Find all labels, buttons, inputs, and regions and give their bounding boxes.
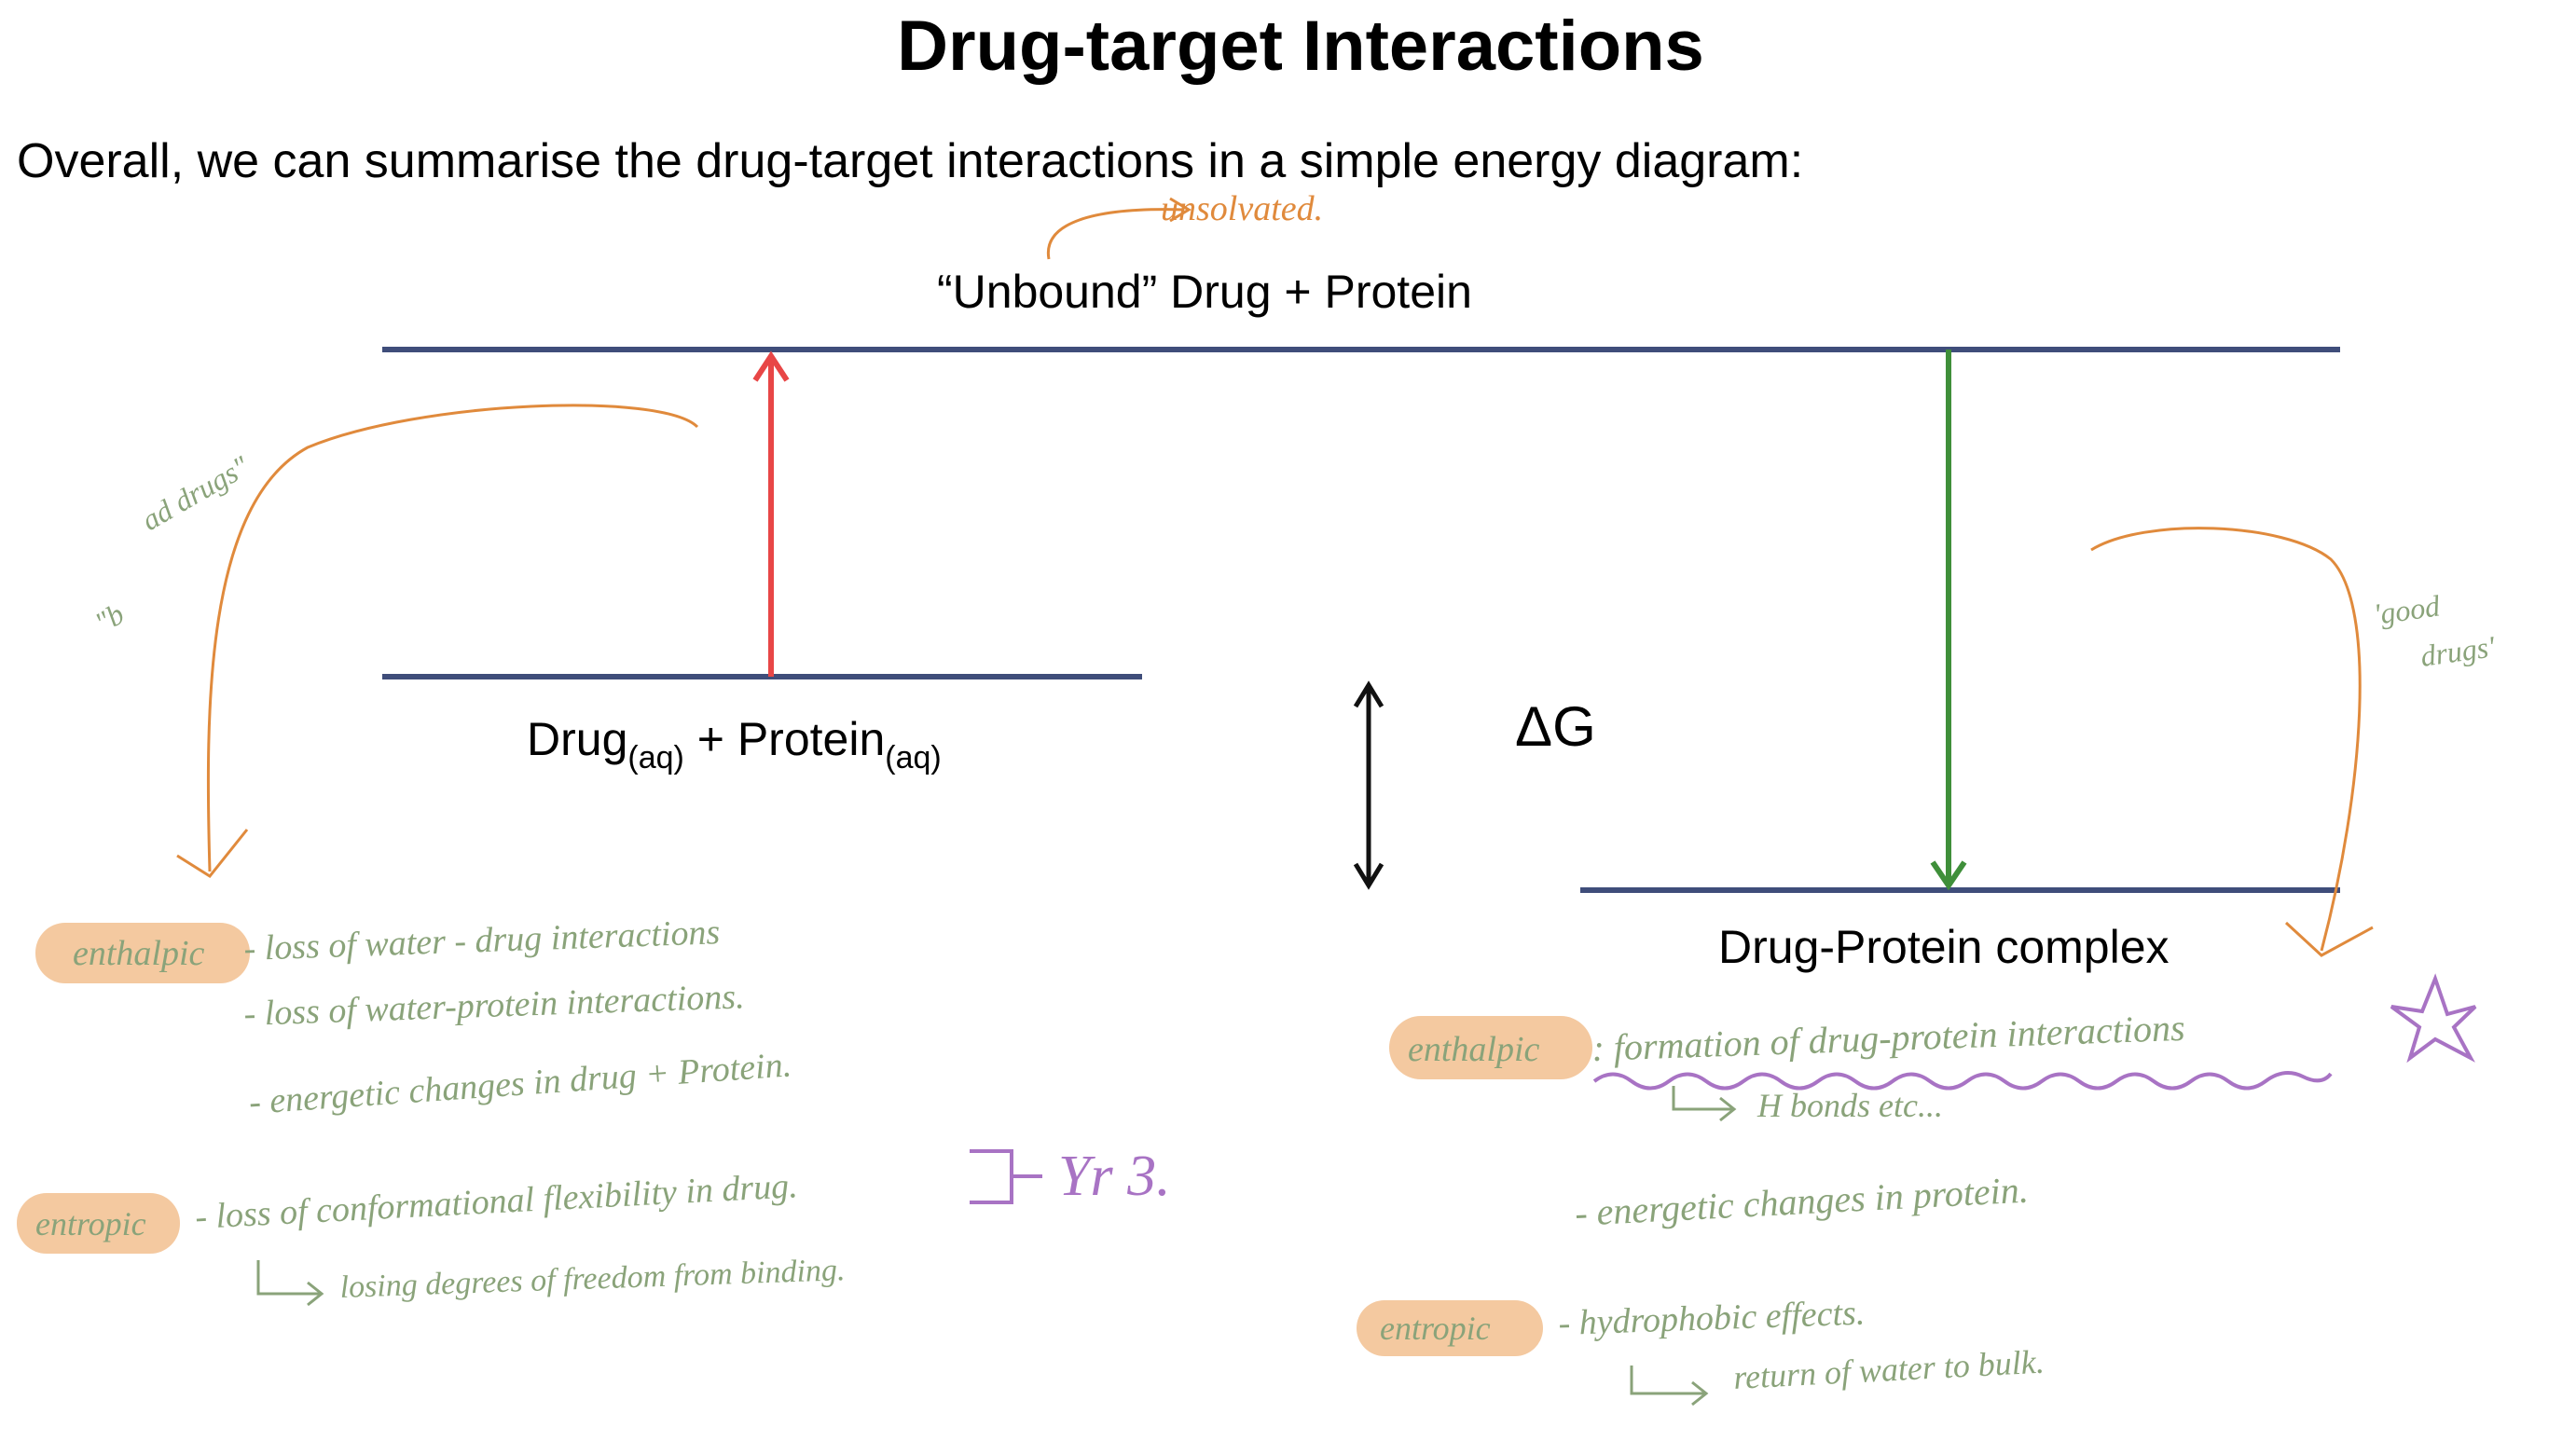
right-energetic-item: - energetic changes in protein.	[1574, 1169, 2030, 1234]
purple-wavy-underline	[1592, 1071, 2333, 1091]
left-enthalpic-highlight	[35, 923, 250, 983]
left-entropic-sub-arrow	[256, 1260, 322, 1296]
bad-drugs-note-b: ad drugs"	[136, 448, 255, 537]
aqueous-label-drug: Drug	[527, 713, 627, 765]
left-entropic-highlight	[17, 1193, 180, 1254]
year-note: Yr 3.	[1058, 1145, 1171, 1208]
slide-title: Drug-target Interactions	[897, 7, 1704, 86]
right-enthalpic-highlight	[1389, 1016, 1592, 1079]
left-curve-arrow-head	[176, 829, 249, 878]
bad-drugs-note-a: "b	[90, 597, 130, 639]
left-entropic-tag: entropic	[35, 1205, 146, 1242]
unsolvated-arrow-head	[1169, 197, 1192, 223]
right-entropic-sub: return of water to bulk.	[1732, 1343, 2045, 1396]
right-enthalpic-tag: enthalpic	[1408, 1030, 1540, 1069]
aqueous-label-protein: + Protein	[684, 713, 885, 765]
good-drugs-note-b: drugs'	[2418, 629, 2498, 673]
purple-star-icon	[2390, 973, 2477, 1064]
right-entropic-item: - hydrophobic effects.	[1558, 1294, 1866, 1343]
unsolvated-arrow	[1046, 208, 1185, 260]
right-curve-arrow	[2090, 527, 2362, 952]
left-entropic-sub-arrow-head	[307, 1281, 324, 1307]
right-entropic-tag: entropic	[1380, 1310, 1491, 1347]
right-entropic-sub-arrow-head	[1691, 1380, 1709, 1407]
left-entropic-sub: losing degrees of freedom from binding.	[339, 1253, 846, 1305]
right-enthalpic-sub-arrow	[1672, 1086, 1734, 1111]
aqueous-label-sub2: (aq)	[885, 740, 941, 775]
right-enthalpic-sub-arrow-head	[1719, 1096, 1737, 1122]
delta-g-arrow-head-top	[1353, 680, 1384, 708]
desolvation-arrow-head	[752, 350, 790, 382]
left-enthalpic-tag: enthalpic	[73, 934, 205, 973]
right-entropic-highlight	[1357, 1300, 1543, 1356]
right-entropic-sub-arrow	[1630, 1366, 1706, 1395]
binding-arrow-head	[1930, 860, 1967, 891]
right-enthalpic-item: : formation of drug-protein interactions	[1591, 1007, 2185, 1069]
left-enthalpic-item-3: - energetic changes in drug + Protein.	[248, 1045, 793, 1122]
delta-g-arrow-head-bottom	[1353, 862, 1384, 890]
purple-bracket	[970, 1149, 1013, 1204]
left-entropic-item: - loss of conformational flexibility in …	[194, 1166, 798, 1237]
right-enthalpic-sub: H bonds etc...	[1756, 1087, 1943, 1124]
good-drugs-note-a: 'good	[2372, 588, 2443, 631]
delta-g-label: ΔG	[1515, 695, 1596, 758]
intro-text: Overall, we can summarise the drug-targe…	[17, 134, 1803, 188]
right-curve-arrow-head	[2284, 921, 2374, 957]
left-enthalpic-item-1: - loss of water - drug interactions	[243, 913, 721, 968]
unsolvated-note: unsolvated.	[1161, 189, 1323, 228]
aqueous-label: Drug(aq) + Protein(aq)	[527, 713, 942, 775]
left-curve-arrow	[206, 404, 699, 872]
unbound-label: “Unbound” Drug + Protein	[937, 266, 1472, 318]
left-enthalpic-item-2: - loss of water-protein interactions.	[243, 977, 745, 1034]
aqueous-label-sub1: (aq)	[627, 740, 683, 775]
complex-label: Drug-Protein complex	[1718, 921, 2170, 973]
